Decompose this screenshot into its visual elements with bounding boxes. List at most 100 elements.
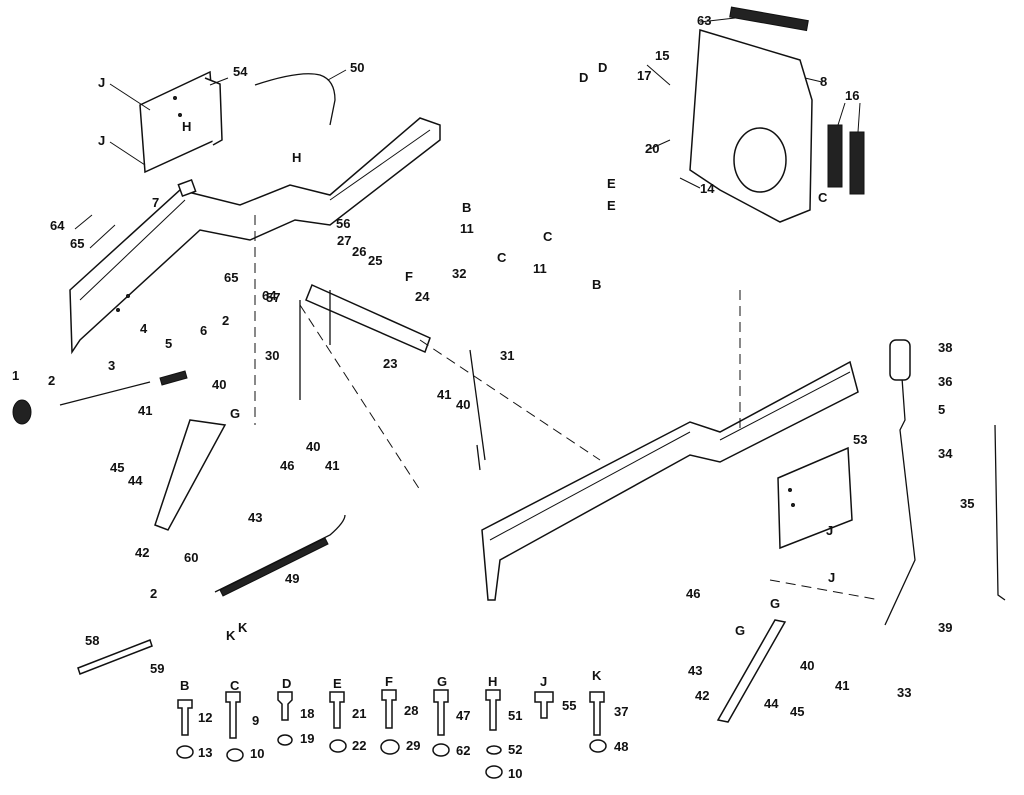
label-6: 6 (200, 323, 207, 338)
label-40: 40 (212, 377, 226, 392)
label-49: 49 (285, 571, 299, 586)
plate-54 (139, 70, 223, 197)
label-41: 41 (138, 403, 152, 418)
label-23: 23 (383, 356, 397, 371)
label-31: 31 (500, 348, 514, 363)
leader-lines (74, 17, 861, 249)
label-5: 5 (938, 402, 945, 417)
hw-letter: F (385, 674, 393, 689)
hw-letter: K (592, 668, 602, 683)
label-1: 1 (12, 368, 19, 383)
hw-nut: 29 (406, 738, 420, 753)
label-41: 41 (835, 678, 849, 693)
label-44: 44 (128, 473, 143, 488)
label-32: 32 (452, 266, 466, 281)
part-labels: 1 2 2 2 3 4 5 5 6 7 8 11 11 14 15 16 17 … (12, 13, 974, 719)
knob-rod-3 (12, 370, 188, 425)
linkage (154, 283, 1006, 723)
label-7: 7 (152, 195, 159, 210)
hw-nut: 22 (352, 738, 366, 753)
label-59: 59 (150, 661, 164, 676)
ref-C: C (543, 229, 553, 244)
hw-nut: 48 (614, 739, 628, 754)
label-2: 2 (222, 313, 229, 328)
label-57: 57 (266, 290, 280, 305)
label-2: 2 (48, 373, 55, 388)
label-5: 5 (165, 336, 172, 351)
ref-E: E (607, 176, 616, 191)
label-64: 64 (262, 288, 277, 303)
label-40: 40 (800, 658, 814, 673)
hw-bolt: 18 (300, 706, 314, 721)
hw-bolt: 51 (508, 708, 522, 723)
label-38: 38 (938, 340, 952, 355)
ref-K: K (238, 620, 248, 635)
ref-K: K (226, 628, 236, 643)
label-25: 25 (368, 253, 382, 268)
panel-8 (689, 6, 865, 223)
label-45: 45 (110, 460, 124, 475)
hw-nut: 10 (250, 746, 264, 761)
hw-nut: 62 (456, 743, 470, 758)
label-36: 36 (938, 374, 952, 389)
ref-D: D (579, 70, 588, 85)
hw-letter: B (180, 678, 189, 693)
label-56: 56 (336, 216, 350, 231)
label-42: 42 (135, 545, 149, 560)
ref-J: J (98, 75, 105, 90)
label-35: 35 (960, 496, 974, 511)
hw-bolt: 47 (456, 708, 470, 723)
label-14: 14 (700, 181, 715, 196)
label-40: 40 (306, 439, 320, 454)
reference-letters: J J J J H H D D E E B B C C C F G G G K … (98, 60, 835, 643)
hw-extra: 10 (508, 766, 522, 781)
ref-H: H (182, 119, 191, 134)
plate-53 (777, 446, 853, 550)
hw-letter: E (333, 676, 342, 691)
label-54: 54 (233, 64, 248, 79)
reference-lines (254, 215, 881, 601)
label-4: 4 (140, 321, 148, 336)
label-41: 41 (325, 458, 339, 473)
label-63: 63 (697, 13, 711, 28)
ref-D: D (598, 60, 607, 75)
label-58: 58 (85, 633, 99, 648)
ref-B: B (592, 277, 601, 292)
label-46: 46 (686, 586, 700, 601)
label-17: 17 (637, 68, 651, 83)
hw-bolt: 28 (404, 703, 418, 718)
label-53: 53 (853, 432, 867, 447)
spring-wire-50 (254, 73, 336, 126)
label-50: 50 (350, 60, 364, 75)
label-27: 27 (337, 233, 351, 248)
ref-G: G (230, 406, 240, 421)
label-8: 8 (820, 74, 827, 89)
ref-E: E (607, 198, 616, 213)
label-65: 65 (70, 236, 84, 251)
ref-C: C (497, 250, 507, 265)
hw-bolt: 55 (562, 698, 576, 713)
label-3: 3 (108, 358, 115, 373)
label-39: 39 (938, 620, 952, 635)
label-46: 46 (280, 458, 294, 473)
hw-bolt: 12 (198, 710, 212, 725)
ref-H: H (292, 150, 301, 165)
spring-49 (214, 514, 346, 597)
ref-G: G (735, 623, 745, 638)
ref-J: J (826, 523, 833, 538)
hw-bolt: 37 (614, 704, 628, 719)
hw-letter: C (230, 678, 240, 693)
label-33: 33 (897, 685, 911, 700)
label-64: 64 (50, 218, 65, 233)
ref-B: B (462, 200, 471, 215)
label-24: 24 (415, 289, 430, 304)
label-60: 60 (184, 550, 198, 565)
ref-G: G (770, 596, 780, 611)
hw-letter: D (282, 676, 291, 691)
label-34: 34 (938, 446, 953, 461)
hw-nut: 52 (508, 742, 522, 757)
label-42: 42 (695, 688, 709, 703)
label-26: 26 (352, 244, 366, 259)
